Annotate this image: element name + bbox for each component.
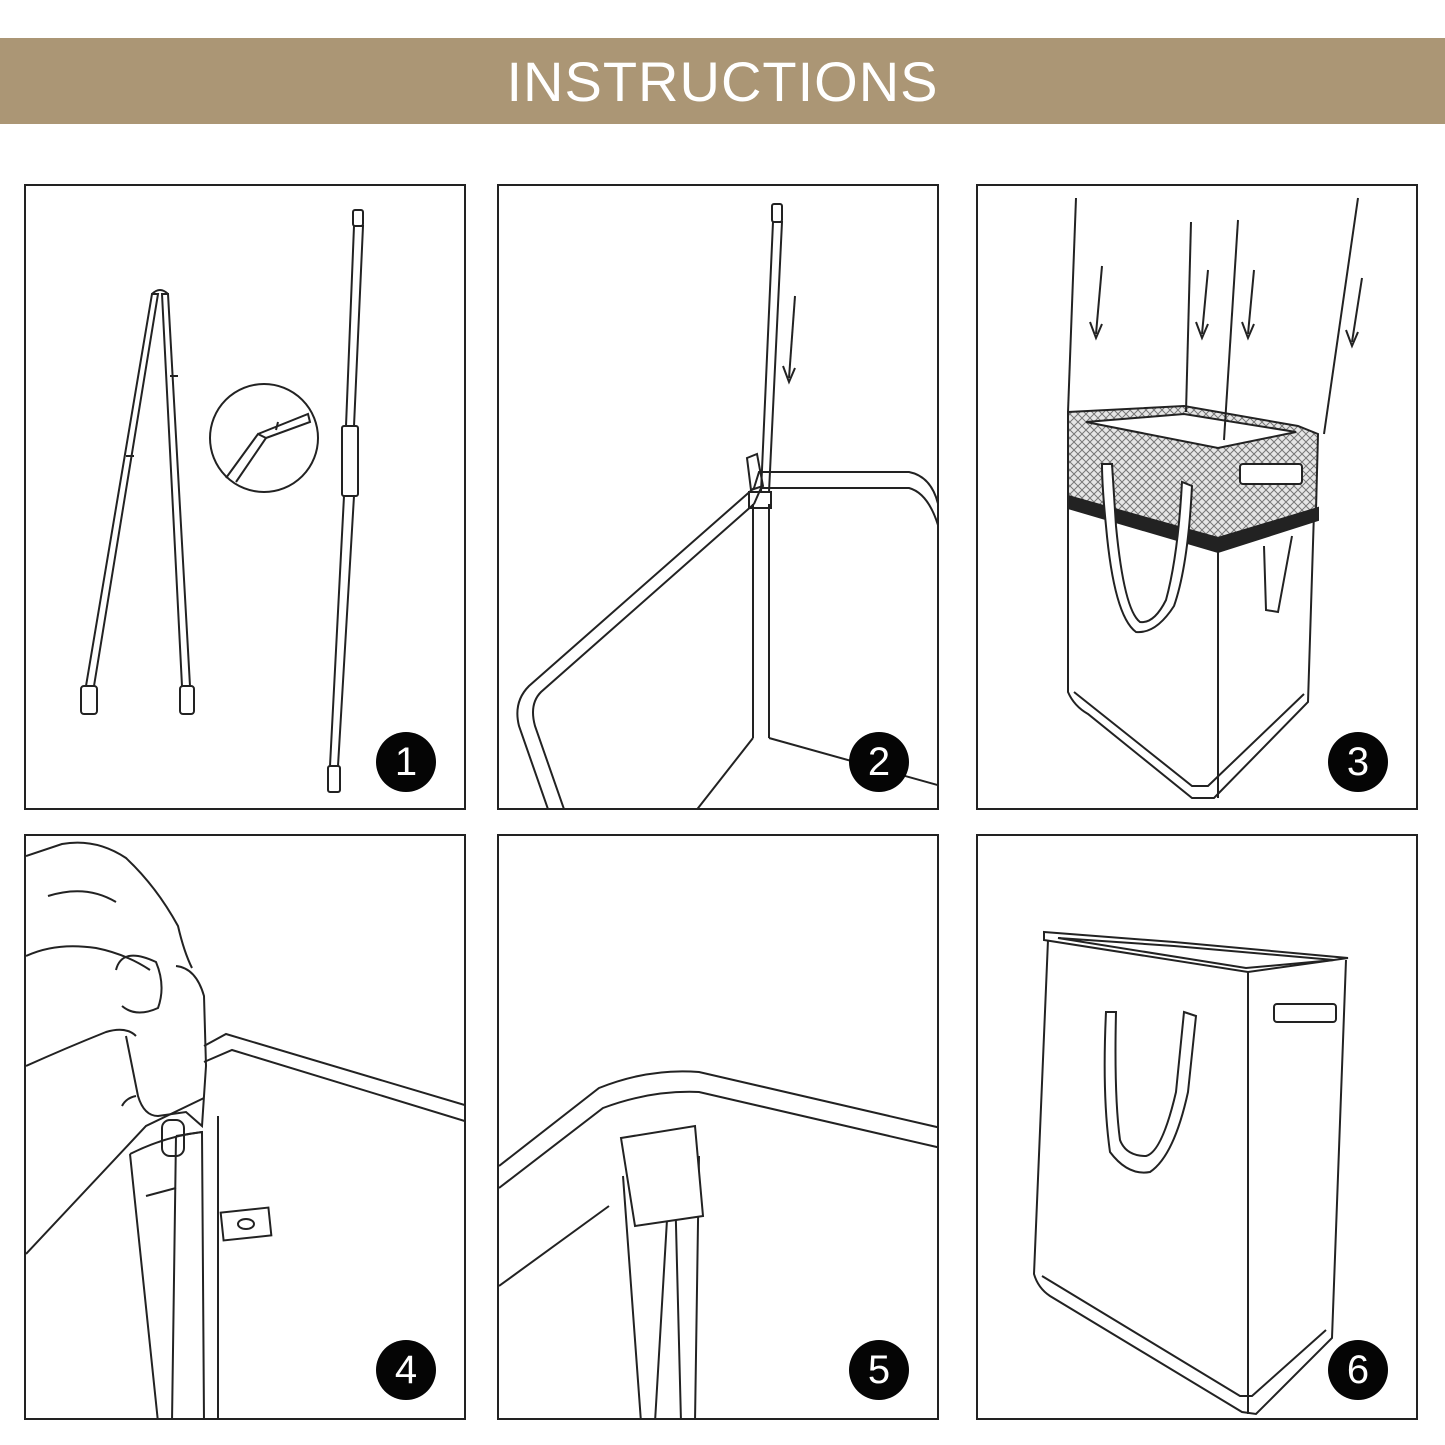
step-number: 4 (394, 1347, 418, 1392)
step-number-badge: 4 (376, 1340, 436, 1400)
folded-pole-and-extended-pole-icon (80, 209, 365, 793)
step-number: 1 (394, 739, 418, 784)
step-number: 6 (1346, 1347, 1370, 1392)
page-title: INSTRUCTIONS (506, 49, 939, 113)
step-number-badge: 5 (849, 1340, 909, 1400)
step-panel-6: 6 (976, 834, 1418, 1420)
insert-poles-into-corners-icon (1067, 197, 1363, 799)
step-panel-1: 1 (24, 184, 466, 810)
step-number: 3 (1346, 739, 1370, 784)
step-panel-2: 2 (497, 184, 939, 810)
step-number-badge: 3 (1328, 732, 1388, 792)
step-number: 5 (867, 1347, 891, 1392)
step-number-badge: 1 (376, 732, 436, 792)
step-number-badge: 6 (1328, 1340, 1388, 1400)
step-panel-3: 3 (976, 184, 1418, 810)
insert-pole-into-sleeve-icon (516, 203, 937, 808)
assembled-hamper-icon (1032, 930, 1349, 1416)
step-number-badge: 2 (849, 732, 909, 792)
instructions-banner: INSTRUCTIONS (0, 38, 1445, 124)
close-flap-over-pole-icon (499, 1070, 937, 1418)
step-panel-4: 4 (24, 834, 466, 1420)
step-number: 2 (867, 739, 891, 784)
step-panel-5: 5 (497, 834, 939, 1420)
push-pole-into-pocket-icon (26, 841, 464, 1418)
